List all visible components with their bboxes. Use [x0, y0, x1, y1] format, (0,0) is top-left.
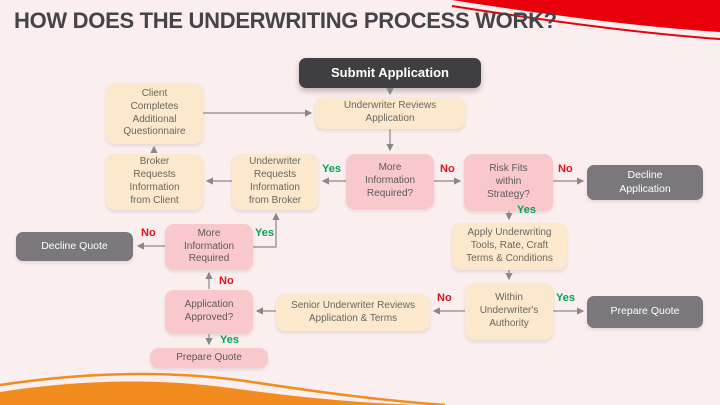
edge-label-yes: Yes	[220, 334, 239, 346]
edge-label-no: No	[558, 163, 573, 175]
node-broker-requests-information: Broker Requests Information from Client	[106, 154, 203, 210]
node-risk-fits-within-strategy: Risk Fits within Strategy?	[464, 154, 553, 211]
page-title: HOW DOES THE UNDERWRITING PROCESS WORK?	[14, 8, 557, 33]
node-prepare-quote-right: Prepare Quote	[587, 296, 703, 328]
node-senior-underwriter-reviews: Senior Underwriter Reviews Application &…	[276, 294, 430, 331]
edge-label-yes: Yes	[517, 204, 536, 216]
node-more-information-required-q: More Information Required?	[346, 154, 434, 209]
node-more-information-required: More Information Required	[165, 224, 253, 270]
node-decline-quote: Decline Quote	[16, 232, 133, 261]
edge-label-yes: Yes	[322, 163, 341, 175]
bottom-left-orange-line	[0, 372, 446, 405]
edge-label-no: No	[440, 163, 455, 175]
edge-label-no: No	[219, 275, 234, 287]
edge-label-yes: Yes	[556, 292, 575, 304]
node-client-completes-questionnaire: Client Completes Additional Questionnair…	[106, 83, 203, 144]
node-underwriter-reviews-application: Underwriter Reviews Application	[315, 97, 465, 129]
edge-label-yes: Yes	[255, 227, 274, 239]
node-within-underwriters-authority: Within Underwriter's Authority	[465, 283, 553, 340]
edge-label-no: No	[141, 227, 156, 239]
node-apply-underwriting-tools: Apply Underwriting Tools, Rate, Craft Te…	[452, 223, 567, 270]
node-underwriter-requests-information: Underwriter Requests Information from Br…	[232, 154, 318, 210]
node-decline-application: Decline Application	[587, 165, 703, 200]
bottom-left-orange-wave	[0, 381, 425, 405]
node-application-approved: Application Approved?	[165, 290, 253, 334]
node-submit-application: Submit Application	[299, 58, 481, 88]
node-prepare-quote-left: Prepare Quote	[150, 348, 268, 368]
edge-label-no: No	[437, 292, 452, 304]
